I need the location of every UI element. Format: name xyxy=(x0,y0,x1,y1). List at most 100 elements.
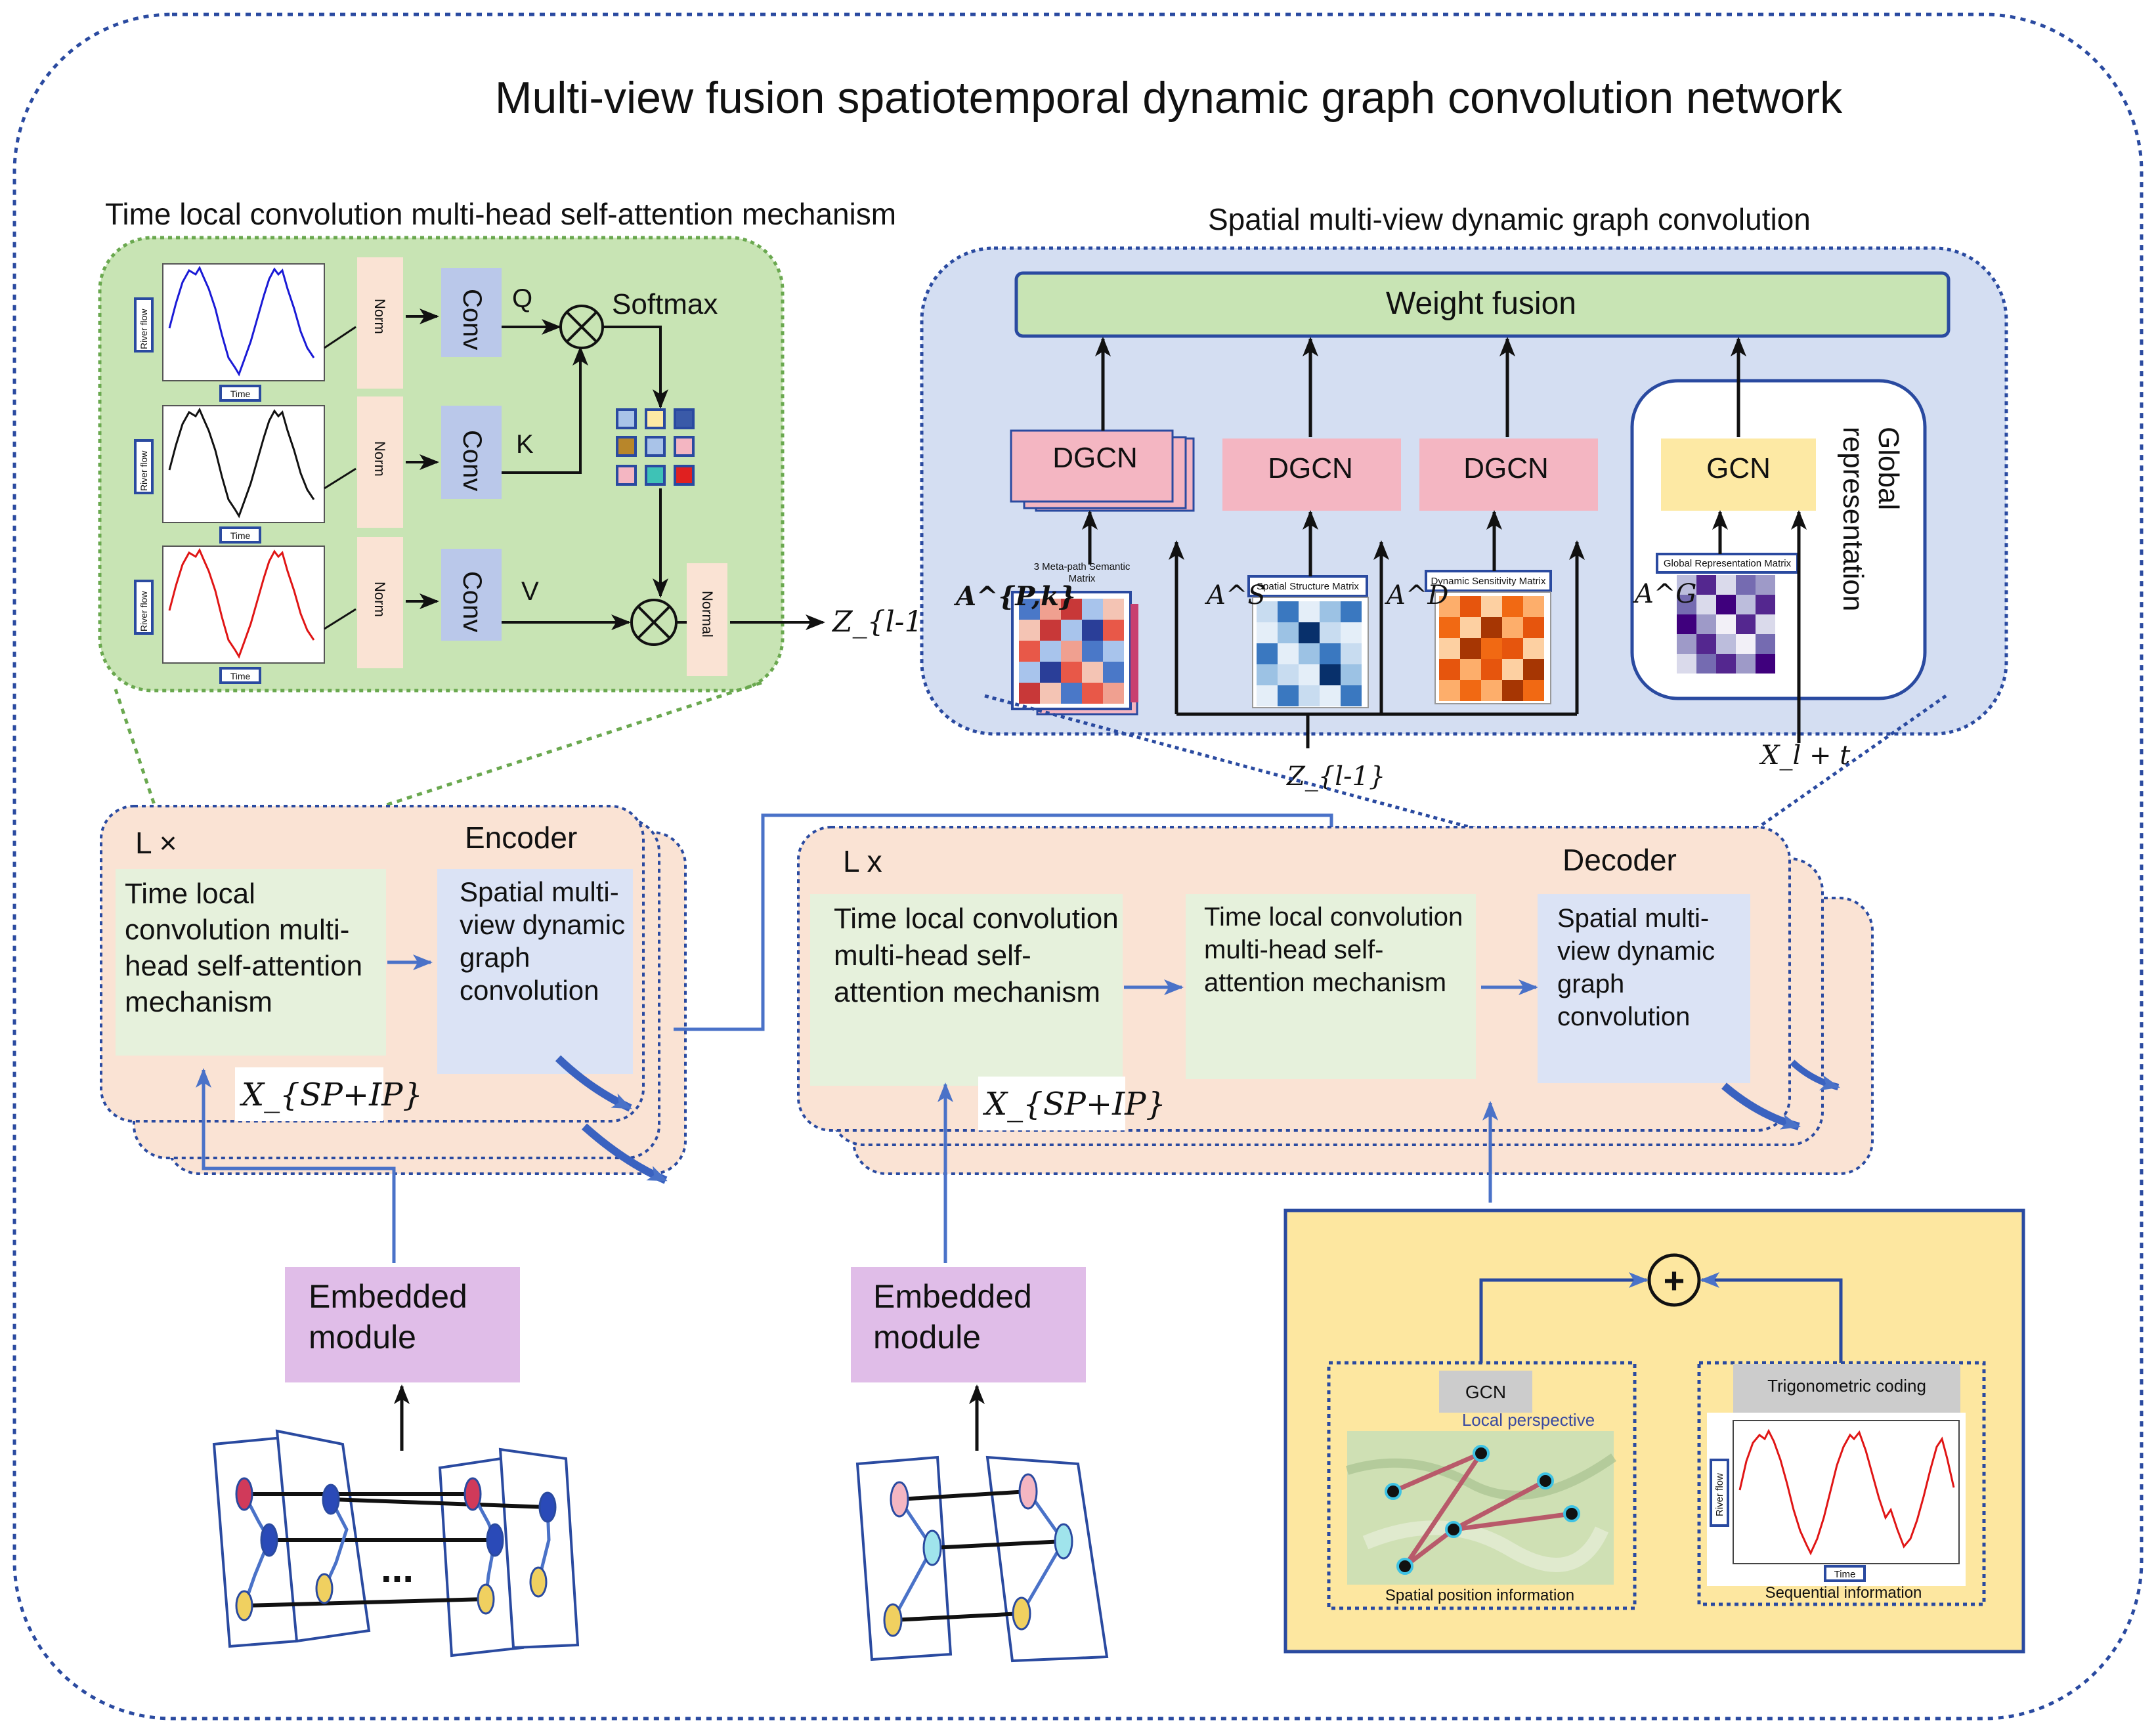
structure-matrix-title: Spatial Structure Matrix xyxy=(1257,581,1359,592)
location-network xyxy=(1385,1445,1580,1575)
k-path xyxy=(502,346,588,474)
temporal-panel-heading: Time local convolution multi-head self-a… xyxy=(105,197,896,231)
dgcn-structure: DGCN xyxy=(1222,439,1401,511)
norm-block-3: Norm xyxy=(357,537,403,668)
river-flow-chart-red: River flow Time xyxy=(134,546,325,684)
norm-block-1: Norm xyxy=(357,257,403,389)
encoder-spatial-block: Spatial multi-view dynamic graph convolu… xyxy=(437,869,633,1074)
decoder-temporal-text-1: Time local convolution multi-head self-a… xyxy=(834,903,1119,1008)
series-line-red xyxy=(168,547,315,659)
encoder-repeat-label: L × xyxy=(135,826,177,860)
trig-chart-ylabel: River flow xyxy=(1714,1473,1725,1516)
normal-label: Normal xyxy=(699,591,716,637)
graph-snapshots-decoder xyxy=(855,1455,1109,1663)
softmax-path xyxy=(603,326,668,409)
chart-ylabel: River flow xyxy=(139,450,149,491)
encoder-temporal-text: Time local convolution multi-head self-a… xyxy=(125,878,363,1018)
decoder-temporal-block-2: Time local convolution multi-head self-a… xyxy=(1186,894,1476,1079)
attention-matrix xyxy=(616,408,695,486)
conv-label: Conv xyxy=(458,571,486,632)
dgcn-label: DGCN xyxy=(1052,442,1138,474)
norm-label: Norm xyxy=(372,441,388,477)
zoom-line-spatial xyxy=(984,694,1679,886)
conv-label: Conv xyxy=(458,289,486,350)
z-input-label: Z_{l-1} xyxy=(1285,761,1385,792)
dynamic-matrix-title: Dynamic Sensitivity Matrix xyxy=(1431,576,1546,587)
global-label-line1: Global xyxy=(1872,427,1905,510)
encoder-x-label-box: X_{SP+IP} xyxy=(235,1067,423,1121)
graph-ellipsis: ... xyxy=(381,1547,414,1591)
dgcn-label: DGCN xyxy=(1268,452,1353,484)
decoder-loop-arrow xyxy=(1721,1082,1801,1130)
decoder-x-label: X_{SP+IP} xyxy=(982,1086,1166,1123)
normal-block: Normal xyxy=(687,563,727,676)
encoder-loop-arrow xyxy=(555,1055,632,1112)
weight-fusion-box: Weight fusion xyxy=(1014,271,1951,338)
outer-frame xyxy=(12,12,2144,1721)
gcn-label: GCN xyxy=(1706,452,1771,484)
encoder-label: Encoder xyxy=(465,821,577,855)
spatial-position-box: GCN Local perspective Spatial position i… xyxy=(1327,1361,1637,1610)
sequential-info-label: Sequential information xyxy=(1765,1584,1922,1602)
structure-matrix: Spatial Structure Matrix A^S xyxy=(1204,575,1369,708)
v-label: V xyxy=(521,577,539,606)
sequential-info-box: Trigonometric coding River flow Time Seq… xyxy=(1697,1361,1986,1606)
plus-symbol: + xyxy=(1664,1260,1685,1301)
chart-xlabel: Time xyxy=(230,671,251,681)
embedded-module-label: Embedded module xyxy=(873,1278,1032,1356)
norm-block-2: Norm xyxy=(357,396,403,528)
dynamic-matrix: Dynamic Sensitivity Matrix A^D xyxy=(1384,570,1552,704)
q-label: Q xyxy=(512,284,532,313)
encoder-input-path xyxy=(196,1068,396,1263)
decoder-spatial-text: Spatial multi-view dynamic graph convolu… xyxy=(1557,904,1715,1031)
river-flow-chart-black: River flow Time xyxy=(134,405,325,544)
conv-block-v: Conv xyxy=(441,549,502,641)
global-heatmap xyxy=(1677,575,1775,674)
plus-node: + xyxy=(1647,1253,1701,1307)
weight-fusion-label: Weight fusion xyxy=(1386,286,1576,321)
decoder-label: Decoder xyxy=(1563,843,1677,877)
decoder-x-label-box: X_{SP+IP} xyxy=(978,1077,1166,1130)
dgcn-label: DGCN xyxy=(1463,452,1549,484)
encoder-temporal-block: Time local convolution multi-head self-a… xyxy=(116,869,386,1056)
semantic-matrix-title-line2: Matrix xyxy=(1069,573,1096,584)
conv-label: Conv xyxy=(458,430,486,491)
k-label: K xyxy=(516,430,534,459)
series-line-blue xyxy=(168,265,315,377)
global-label-line2: representation xyxy=(1837,427,1869,611)
semantic-matrix: 3 Meta-path Semantic Matrix A^{P,k} xyxy=(953,561,1138,716)
chart-ylabel: River flow xyxy=(139,591,149,631)
trig-coding-label: Trigonometric coding xyxy=(1767,1376,1926,1396)
x-input-label: X_l + t xyxy=(1759,740,1851,771)
spatial-to-plus xyxy=(1479,1272,1649,1363)
z-input-bus xyxy=(1175,542,1579,748)
structure-matrix-symbol: A^S xyxy=(1204,580,1266,610)
trig-chart-xlabel: Time xyxy=(1834,1569,1856,1580)
semantic-matrix-symbol: A^{P,k} xyxy=(953,581,1076,612)
decoder-repeat-label: L x xyxy=(843,844,882,878)
sequential-to-plus xyxy=(1700,1272,1843,1363)
conv-block-q: Conv xyxy=(441,268,502,357)
embedded-module-decoder: Embedded module xyxy=(851,1267,1086,1382)
local-perspective-label: Local perspective xyxy=(1462,1410,1595,1430)
global-matrix-symbol: A^G xyxy=(1632,579,1696,609)
chart-xlabel: Time xyxy=(230,389,251,399)
dgcn-semantic-stack: DGCN xyxy=(1010,429,1195,512)
conv-block-k: Conv xyxy=(441,406,502,499)
spatial-info-label: Spatial position information xyxy=(1385,1587,1574,1604)
page-title: Multi-view fusion spatiotemporal dynamic… xyxy=(495,73,1843,123)
global-representation-box: GCN Global representation xyxy=(1630,379,1927,700)
chart-xlabel: Time xyxy=(230,530,251,541)
embedded-module-encoder: Embedded module xyxy=(285,1267,520,1382)
spatial-panel-heading: Spatial multi-view dynamic graph convolu… xyxy=(1208,202,1811,236)
decoder-loop-arrow xyxy=(1790,1059,1840,1091)
encoder-x-label: X_{SP+IP} xyxy=(239,1077,423,1113)
river-flow-chart-blue: River flow Time xyxy=(134,263,325,402)
series-line-black xyxy=(168,407,315,519)
decoder-spatial-block: Spatial multi-view dynamic graph convolu… xyxy=(1538,894,1750,1083)
graph-snapshots-encoder xyxy=(212,1429,580,1658)
dynamic-heatmap xyxy=(1439,596,1544,701)
encoder-loop-arrow xyxy=(581,1123,668,1184)
semantic-matrix-title-line1: 3 Meta-path Semantic xyxy=(1034,561,1131,572)
